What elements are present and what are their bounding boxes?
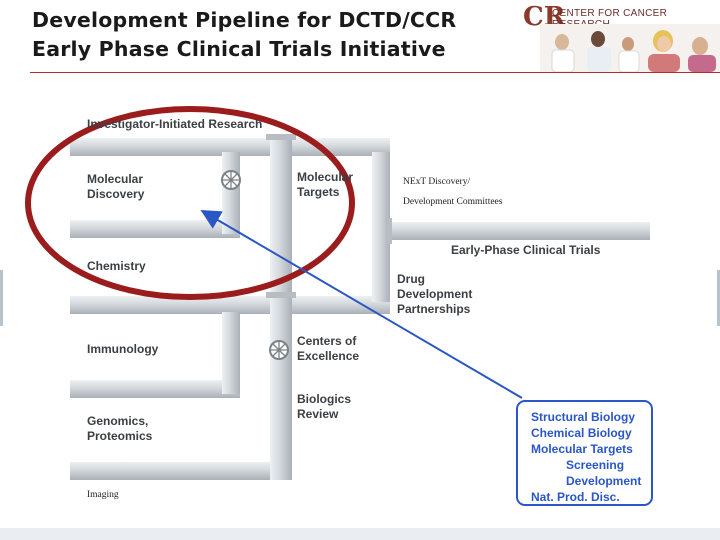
label-molecular-targets-line1: Molecular bbox=[297, 170, 354, 184]
platforms-box: Structural Biology Chemical Biology Mole… bbox=[516, 400, 653, 506]
platform-natural-products: Nat. Prod. Disc. bbox=[531, 490, 620, 504]
platform-structural-biology: Structural Biology bbox=[531, 410, 636, 424]
label-investigator: Investigator-Initiated Research bbox=[87, 117, 263, 131]
highlight-ellipse bbox=[25, 106, 355, 300]
pipe-early-phase bbox=[390, 222, 650, 240]
label-next-line1: NExT Discovery/ bbox=[403, 177, 471, 187]
label-chemistry: Chemistry bbox=[87, 259, 146, 273]
flange-2 bbox=[266, 292, 296, 298]
label-imaging: Imaging bbox=[87, 490, 119, 500]
label-centers-line1: Centers of bbox=[297, 334, 357, 348]
platform-chemical-biology: Chemical Biology bbox=[531, 426, 632, 440]
pipe-immunology bbox=[70, 380, 240, 398]
valve-lower bbox=[269, 340, 289, 360]
label-drug-line1: Drug bbox=[397, 272, 425, 286]
platform-development: Development bbox=[566, 474, 642, 488]
label-genomics-line1: Genomics, bbox=[87, 414, 149, 428]
flange-1 bbox=[266, 134, 296, 140]
label-centers-line2: Excellence bbox=[297, 349, 360, 363]
bottom-band bbox=[0, 528, 720, 540]
label-immunology: Immunology bbox=[87, 342, 159, 356]
pipeline-diagram bbox=[25, 106, 650, 480]
label-drug-development: Drug Development Partnerships bbox=[397, 272, 472, 317]
label-early-phase: Early-Phase Clinical Trials bbox=[451, 243, 601, 257]
pipe-vertical-left bbox=[222, 152, 240, 234]
label-drug-line3: Partnerships bbox=[397, 302, 471, 316]
slide-title: Development Pipeline for DCTD/CCR Early … bbox=[32, 6, 456, 64]
label-genomics: Genomics, Proteomics bbox=[87, 414, 152, 444]
left-edge-bar bbox=[0, 270, 3, 326]
label-molecular-discovery: Molecular Discovery bbox=[87, 172, 144, 202]
pipe-genomics bbox=[70, 462, 280, 480]
label-drug-line2: Development bbox=[397, 287, 473, 301]
label-next-committees: NExT Discovery/ Development Committees bbox=[403, 176, 502, 208]
label-molecular-targets-line2: Targets bbox=[297, 185, 340, 199]
header-divider bbox=[30, 72, 720, 73]
label-biologics-line2: Review bbox=[297, 407, 339, 421]
platform-screening: Screening bbox=[566, 458, 625, 472]
pipe-vertical-left-low bbox=[222, 312, 240, 394]
title-line-2: Early Phase Clinical Trials Initiative bbox=[32, 37, 446, 61]
pipe-vertical-right bbox=[372, 152, 390, 302]
flange-3 bbox=[386, 218, 392, 244]
right-edge-bar bbox=[717, 270, 720, 326]
blue-arrow bbox=[200, 209, 523, 399]
label-molecular-targets: Molecular Targets bbox=[297, 170, 353, 200]
pipe-molecular-discovery bbox=[70, 220, 240, 238]
label-biologics-line1: Biologics bbox=[297, 392, 352, 406]
title-line-1: Development Pipeline for DCTD/CCR bbox=[32, 8, 457, 32]
label-molecular-discovery-line2: Discovery bbox=[87, 187, 145, 201]
valve-upper bbox=[221, 170, 241, 190]
label-molecular-discovery-line1: Molecular bbox=[87, 172, 144, 186]
platform-molecular-targets: Molecular Targets bbox=[531, 442, 633, 456]
researchers-photo bbox=[540, 24, 720, 72]
label-genomics-line2: Proteomics bbox=[87, 429, 153, 443]
label-centers: Centers of Excellence bbox=[297, 334, 359, 364]
label-biologics: Biologics Review bbox=[297, 392, 351, 422]
label-next-line2: Development Committees bbox=[403, 197, 503, 207]
pipe-vertical-main bbox=[270, 138, 292, 480]
pipe-chemistry bbox=[70, 296, 390, 314]
